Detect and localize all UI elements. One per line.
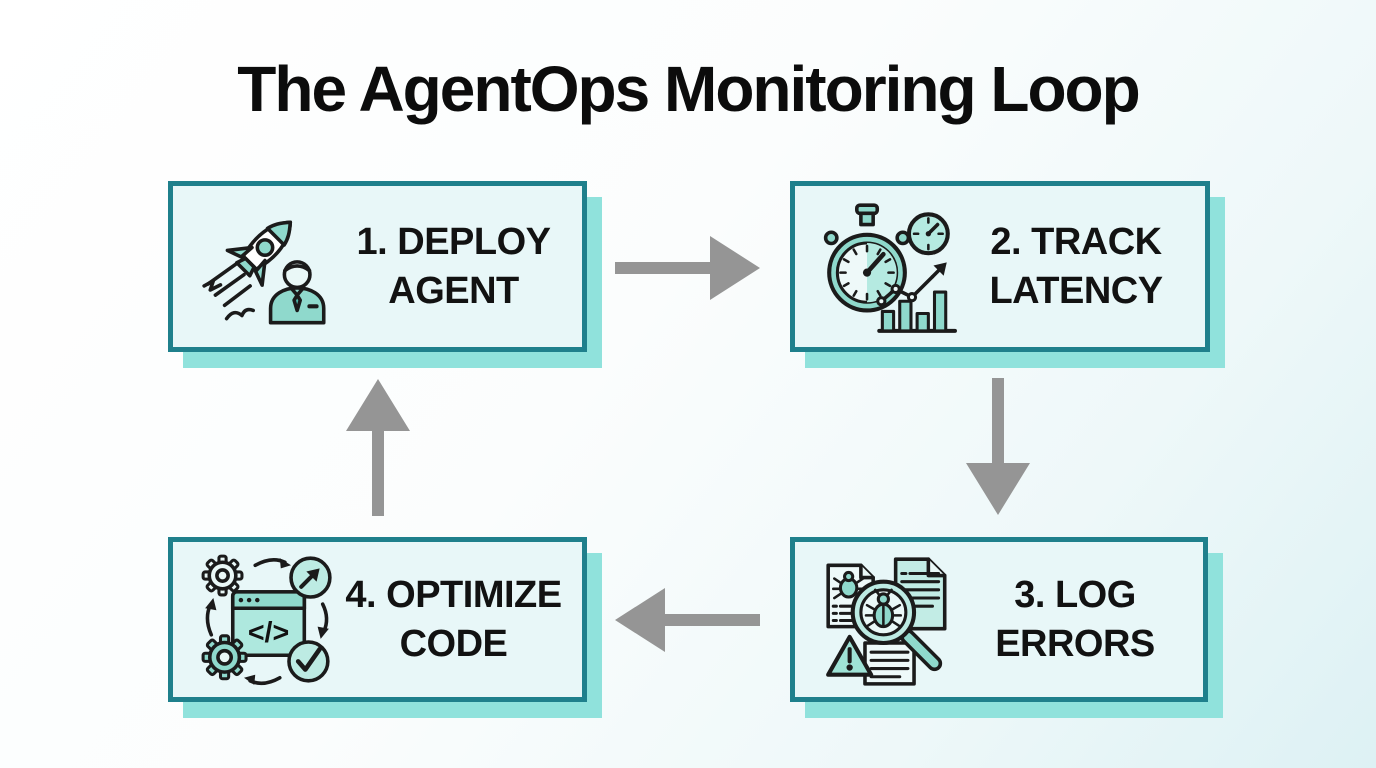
bug-magnifier-docs-icon (819, 551, 959, 689)
step-label-line1: 2. TRACK (990, 221, 1162, 264)
arrow-up-icon (346, 379, 410, 516)
arrow-down-icon (966, 378, 1030, 515)
step-label-line2: ERRORS (995, 622, 1155, 665)
step-label-line2: AGENT (388, 269, 519, 312)
step-label-optimize-code: 4. OPTIMIZE CODE (337, 571, 582, 668)
step-label-line2: CODE (399, 622, 508, 665)
arrow-left-icon (615, 588, 760, 652)
arrow-right-icon (615, 236, 760, 300)
step-label-line2: LATENCY (989, 269, 1163, 312)
diagram-title: The AgentOps Monitoring Loop (237, 53, 1140, 125)
step-box-deploy-agent: 1. DEPLOY AGENT (168, 181, 587, 352)
step-label-line1: 3. LOG (1014, 574, 1136, 617)
step-label-deploy-agent: 1. DEPLOY AGENT (337, 218, 582, 315)
step-label-line1: 1. DEPLOY (356, 221, 552, 264)
step-label-line1: 4. OPTIMIZE (345, 574, 562, 617)
step-label-log-errors: 3. LOG ERRORS (959, 571, 1203, 668)
gears-code-window-icon: </> (197, 551, 337, 689)
rocket-launch-icon (197, 198, 337, 336)
stopwatch-chart-icon (819, 198, 959, 336)
step-label-track-latency: 2. TRACK LATENCY (959, 218, 1205, 315)
step-box-log-errors: 3. LOG ERRORS (790, 537, 1208, 702)
step-box-optimize-code: </> (168, 537, 587, 702)
code-glyph: </> (248, 616, 289, 648)
step-box-track-latency: 2. TRACK LATENCY (790, 181, 1210, 352)
